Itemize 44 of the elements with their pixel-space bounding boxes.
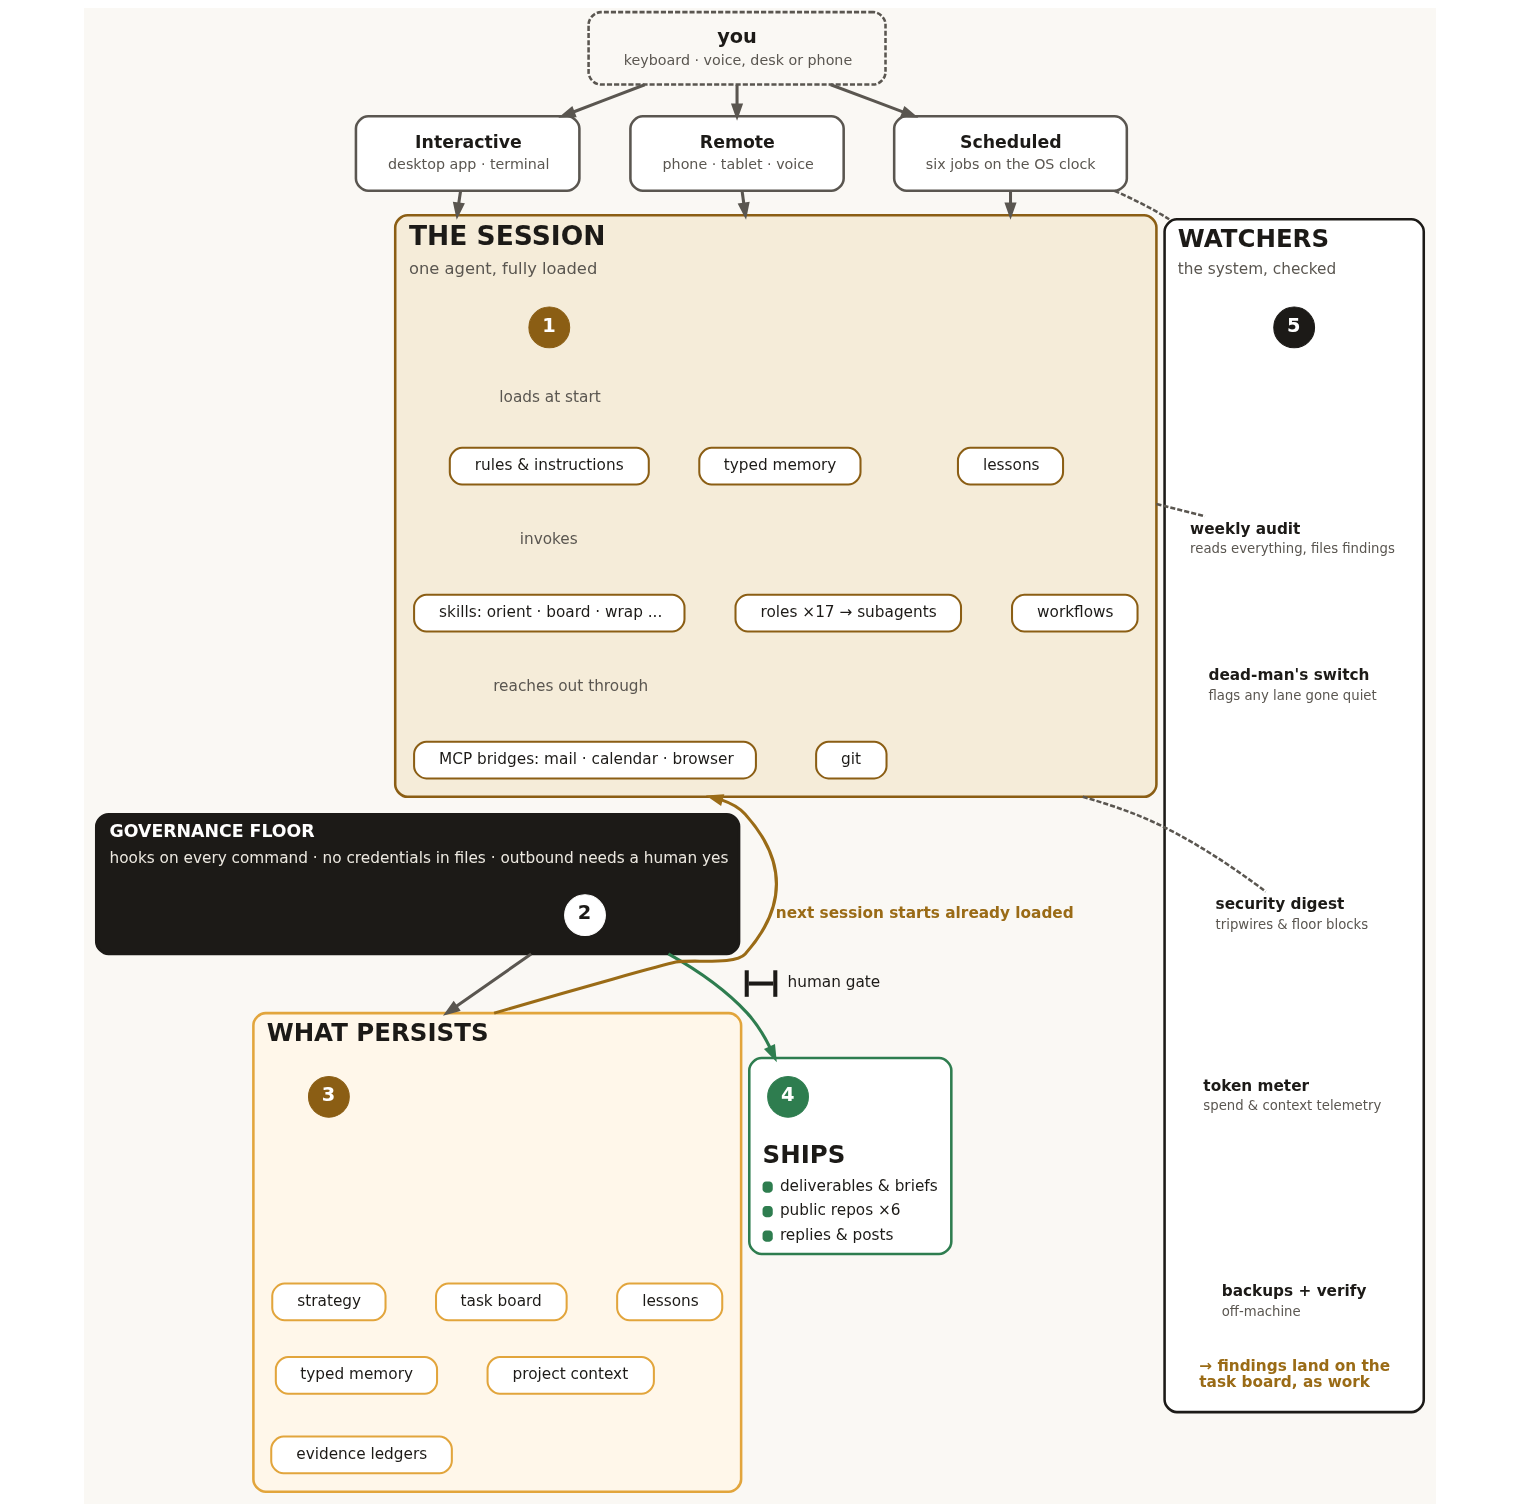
arrow <box>730 84 744 121</box>
node-box: evidence ledgers <box>270 1435 453 1475</box>
node-box: roles ×17 → subagents <box>734 593 963 633</box>
node-circle: 3 <box>307 1075 350 1118</box>
node-box: you keyboard · voice, desk or phone <box>587 10 887 86</box>
node-text: token meter spend & context telemetry <box>1203 1076 1382 1114</box>
arrow <box>558 83 646 118</box>
node-circle: 1 <box>528 306 571 349</box>
connector <box>1082 795 1267 893</box>
connector <box>1156 502 1206 518</box>
arrow <box>493 794 778 1015</box>
node-text: weekly audit reads everything, files findings <box>1190 519 1395 557</box>
node-box: strategy <box>271 1282 387 1322</box>
arrow <box>442 952 533 1016</box>
node-box: lessons <box>956 446 1065 486</box>
node-box: task board <box>435 1282 568 1322</box>
node-circle: 2 <box>564 894 606 937</box>
connector <box>1113 189 1170 221</box>
arrow <box>830 83 919 118</box>
node-box: rules & instructions <box>448 446 650 486</box>
label: loads at start <box>499 387 601 406</box>
arrow <box>452 190 465 220</box>
node-box: typed memory <box>274 1356 439 1395</box>
node-box: MCP bridges: mail · calendar · browser <box>413 740 757 780</box>
node-box: Remote phone · tablet · voice <box>629 114 845 192</box>
node-box: lessons <box>616 1282 724 1322</box>
node-box: workflows <box>1011 593 1139 633</box>
node-box: project context <box>486 1356 655 1395</box>
node-text: backups + verify off-machine <box>1221 1281 1367 1319</box>
label: reaches out through <box>493 676 649 695</box>
node-text: dead-man's switch flags any lane gone quiet <box>1208 666 1377 704</box>
node-text: security digest tripwires & floor blocks <box>1215 895 1369 932</box>
arrow <box>667 952 777 1063</box>
node-box: skills: orient · board · wrap ... <box>413 593 686 633</box>
node-box: git <box>815 740 888 780</box>
node-box: Scheduled six jobs on the OS clock <box>892 114 1129 192</box>
edge-label: human gate <box>787 973 881 992</box>
label: invokes <box>519 529 578 548</box>
node-circle: 4 <box>767 1075 809 1118</box>
node-circle: 5 <box>1273 306 1316 349</box>
node-box: typed memory <box>698 446 862 486</box>
edge-label: next session starts already loaded <box>775 903 1074 922</box>
label: → findings land on the task board, as work <box>1199 1357 1391 1391</box>
node-box: Interactive desktop app · terminal <box>354 114 581 192</box>
